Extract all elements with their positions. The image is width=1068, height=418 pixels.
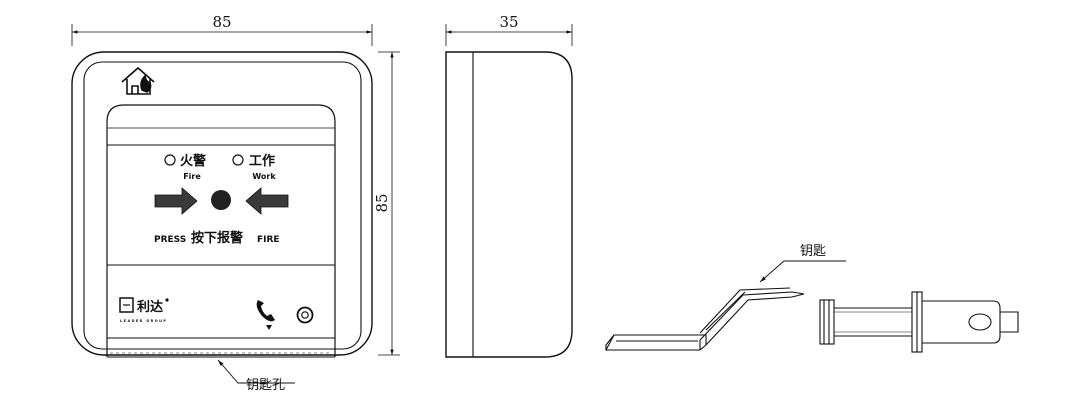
side-view	[445, 24, 573, 358]
depth-dimension-label: 35	[499, 13, 518, 31]
fire-label: FIRE	[257, 235, 280, 245]
housing-outer	[71, 51, 373, 356]
work-led-icon	[232, 154, 244, 166]
side-housing	[445, 51, 573, 358]
keyhole-callout: 钥匙孔	[246, 378, 285, 393]
fire-label-en: Fire	[183, 172, 201, 181]
telephone-icon	[256, 300, 275, 330]
brand-logo-icon	[119, 297, 134, 313]
work-label-en: Work	[252, 172, 276, 181]
press-button[interactable]	[211, 190, 231, 210]
key-plan-view	[819, 291, 1019, 353]
brand-name-cn: 利达	[137, 299, 163, 315]
work-label-cn: 工作	[249, 153, 275, 169]
left-arrow-icon	[245, 187, 289, 215]
front-view	[71, 24, 400, 384]
right-arrow-icon	[154, 187, 198, 215]
house-fire-icon	[121, 66, 155, 95]
lid-top	[106, 104, 336, 145]
ccc-certification-icon	[296, 306, 314, 324]
keyhole-leader	[217, 359, 295, 384]
key-leader	[759, 260, 846, 283]
fire-label-cn: 火警	[180, 153, 206, 169]
key-perspective	[605, 260, 846, 351]
press-label-en: PRESS	[154, 235, 186, 245]
housing-inner	[83, 61, 362, 350]
key-ring-hole	[968, 313, 992, 331]
height-dimension-label: 85	[373, 193, 391, 212]
fire-led-icon	[164, 154, 176, 166]
registered-mark-icon	[165, 298, 169, 302]
brand-name-en: LEADER GROUP	[120, 319, 166, 323]
press-label-cn: 按下报警	[191, 230, 243, 246]
key-callout: 钥匙	[800, 244, 826, 259]
width-dimension-label: 85	[212, 13, 231, 31]
